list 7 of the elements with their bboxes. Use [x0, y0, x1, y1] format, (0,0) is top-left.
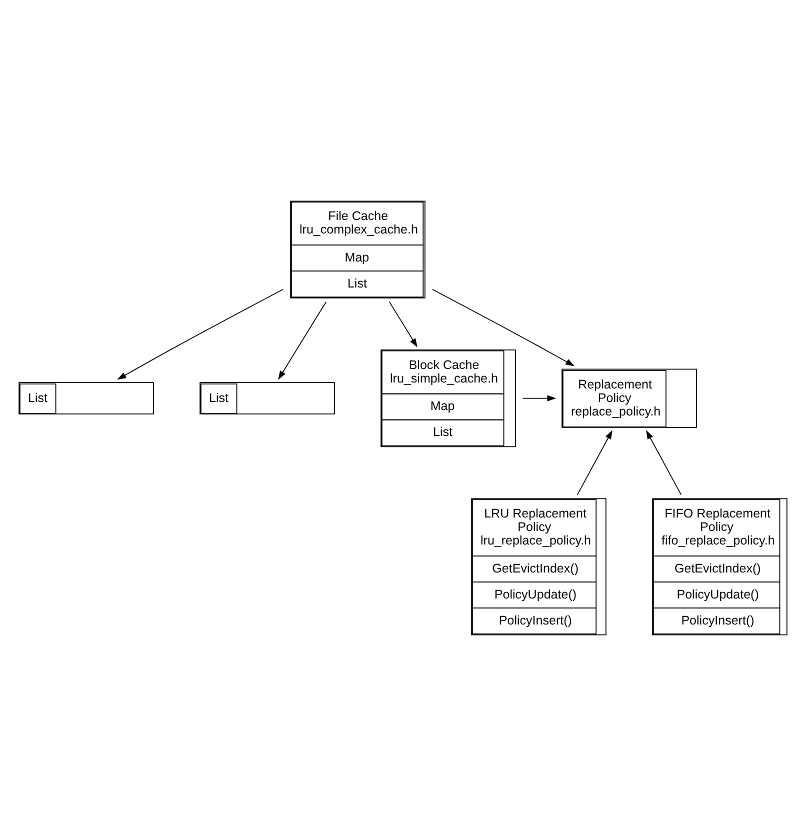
- arrow: [522, 394, 556, 401]
- arrow: [646, 430, 682, 495]
- arrow: [576, 430, 612, 495]
- arrow: [432, 288, 575, 366]
- arrow: [388, 300, 418, 347]
- arrow: [278, 300, 327, 380]
- arrow: [117, 288, 284, 380]
